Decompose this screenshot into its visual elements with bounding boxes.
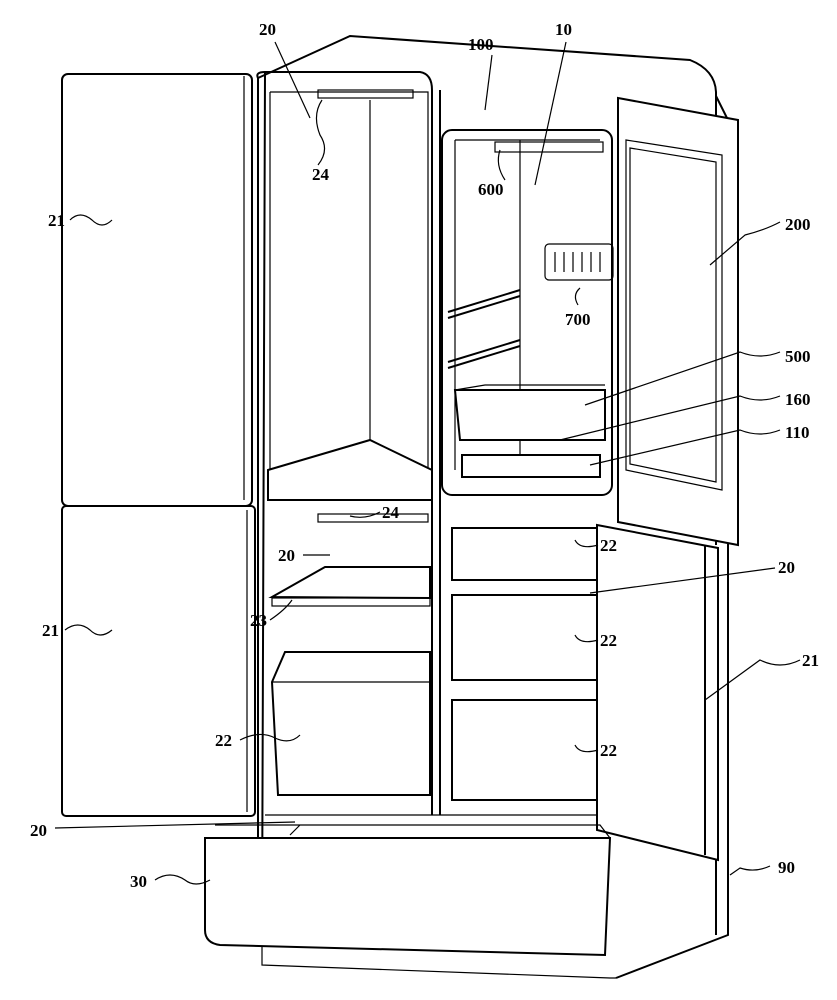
upper-right-cavity xyxy=(441,129,613,496)
light-24-upper xyxy=(317,89,414,99)
door-upper-left xyxy=(61,73,253,507)
upper-left-cavity xyxy=(269,91,429,500)
light-600 xyxy=(494,141,604,153)
shelf-23 xyxy=(268,566,431,600)
tray-110 xyxy=(461,454,601,478)
rail xyxy=(447,289,521,369)
label-160: 160 xyxy=(785,390,811,409)
label-21-lower-right: 21 xyxy=(802,651,819,670)
drawer-left-22 xyxy=(270,651,431,796)
label-23: 23 xyxy=(250,611,267,630)
label-24-upper: 24 xyxy=(312,165,330,184)
label-22-right-1: 22 xyxy=(600,536,617,555)
label-600: 600 xyxy=(478,180,504,199)
label-20-right: 20 xyxy=(778,558,795,577)
label-700: 700 xyxy=(565,310,591,329)
drawer-right-22-3 xyxy=(451,699,598,801)
label-100: 100 xyxy=(468,35,494,54)
label-21-lower-left: 21 xyxy=(42,621,59,640)
label-500: 500 xyxy=(785,347,811,366)
cabinet-outline xyxy=(256,71,433,936)
label-90: 90 xyxy=(778,858,795,877)
label-22-left: 22 xyxy=(215,731,232,750)
label-24-middle: 24 xyxy=(382,503,400,522)
cabinet-top xyxy=(257,34,717,96)
vent-700 xyxy=(544,243,614,281)
door-lower-right xyxy=(596,523,719,862)
label-20-bottom: 20 xyxy=(30,821,47,840)
label-10: 10 xyxy=(555,20,572,39)
drawer-500 xyxy=(453,389,606,441)
bottom-drawer-30 xyxy=(204,837,612,957)
door-upper-right xyxy=(617,96,739,547)
center-mullion xyxy=(431,90,441,815)
label-20-upper-left: 20 xyxy=(259,20,276,39)
label-30: 30 xyxy=(130,872,147,891)
base xyxy=(261,935,616,979)
drawer-right-22-2 xyxy=(451,594,598,681)
label-22-right-3: 22 xyxy=(600,741,617,760)
drawer-right-22-1 xyxy=(451,527,598,581)
leader-lines xyxy=(54,41,801,885)
upper-left-shelf xyxy=(267,438,433,501)
label-110: 110 xyxy=(785,423,810,442)
label-200: 200 xyxy=(785,215,811,234)
light-24-middle xyxy=(317,513,429,523)
label-21-upper-left: 21 xyxy=(48,211,65,230)
label-22-right-2: 22 xyxy=(600,631,617,650)
door-lower-left xyxy=(61,505,256,817)
label-20-middle-left: 20 xyxy=(278,546,295,565)
